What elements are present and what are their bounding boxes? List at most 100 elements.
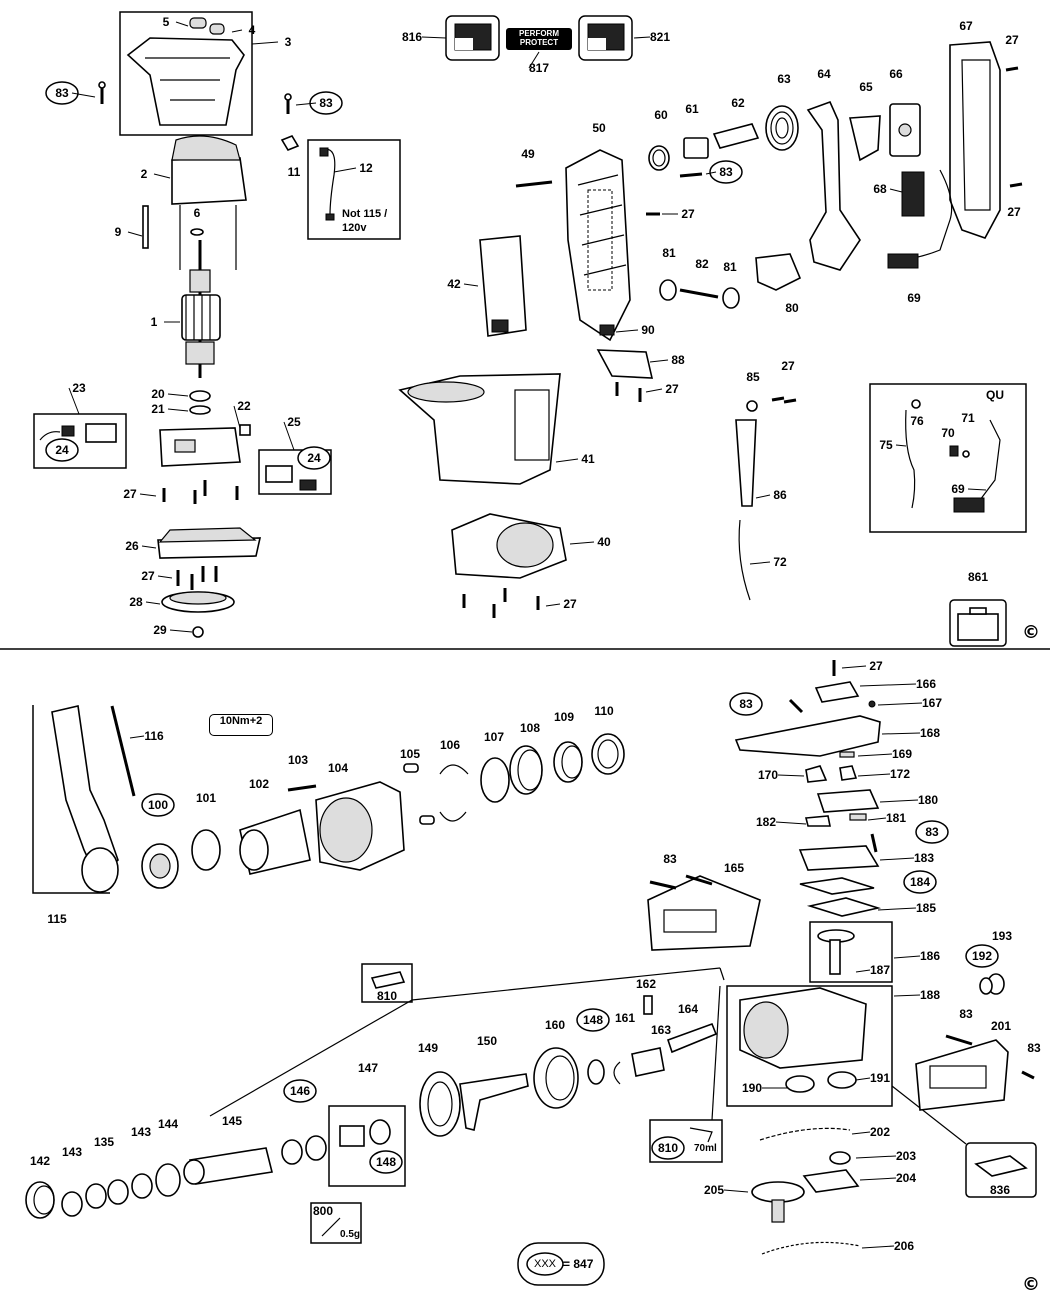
part-169-spring — [839, 751, 855, 758]
callout-109: 109 — [554, 710, 574, 724]
callout-leader — [463, 283, 479, 287]
part-number-label: 27 — [1005, 33, 1019, 47]
callout-172: 172 — [857, 767, 910, 781]
part-number-label: 24 — [55, 443, 69, 457]
callout-leader — [555, 458, 579, 463]
callout-leader — [967, 488, 987, 491]
callout-27: 27 — [781, 359, 795, 373]
callout-oval — [297, 446, 331, 470]
callout-leader — [705, 171, 717, 175]
part-181-spring — [849, 813, 867, 821]
callout-816: 816 — [402, 30, 447, 44]
part-11-clip — [280, 135, 300, 151]
callout-166: 166 — [859, 677, 936, 691]
callout-62: 62 — [731, 96, 745, 110]
part-number-label: 182 — [756, 815, 776, 829]
callout-142: 142 — [30, 1154, 50, 1168]
part-186-gear-box — [809, 921, 893, 983]
part-203-gear — [829, 1151, 851, 1165]
part-162-pin — [643, 995, 653, 1015]
callout-181: 181 — [867, 811, 906, 825]
part-number-label: 22 — [237, 399, 251, 413]
callout-27: 27 — [123, 487, 157, 501]
part-number-label: 42 — [447, 277, 461, 291]
part-80-handle-cap — [755, 253, 802, 291]
callout-leader — [295, 102, 317, 106]
callout-27: 27 — [645, 382, 679, 396]
part-number-label: 144 — [158, 1117, 178, 1131]
callout-27: 27 — [841, 659, 883, 673]
callout-144: 144 — [158, 1117, 178, 1131]
part-number-label: 1 — [151, 315, 158, 329]
callout-leader — [877, 702, 923, 706]
callout-150: 150 — [477, 1034, 497, 1048]
part-number-label: 165 — [724, 861, 744, 875]
part-163-spindle — [631, 1047, 665, 1077]
callout-70: 70 — [941, 426, 955, 440]
callout-leader — [333, 167, 357, 173]
callout-164: 164 — [678, 1002, 698, 1016]
callout-83: 83 — [959, 1007, 973, 1021]
part-number-label: 83 — [663, 852, 677, 866]
part-number-label: 172 — [890, 767, 910, 781]
part-number-label: 164 — [678, 1002, 698, 1016]
part-143-washer-b — [131, 1173, 153, 1199]
callout-190: 190 — [742, 1081, 788, 1095]
part-number-label: 100 — [148, 798, 168, 812]
part-9-rod — [142, 205, 149, 249]
part-number-label: 85 — [746, 370, 760, 384]
part-83-screw-c — [679, 172, 703, 178]
part-83-screws-h — [649, 874, 713, 890]
callout-leader — [71, 92, 96, 98]
note-120v: 120v — [342, 222, 367, 234]
part-number-label: 816 — [402, 30, 422, 44]
callout-28: 28 — [129, 595, 161, 609]
part-142-spring — [25, 1181, 55, 1219]
callout-80: 80 — [785, 301, 799, 315]
callout-63: 63 — [777, 72, 791, 86]
callout-leader — [879, 857, 915, 861]
callout-leader — [749, 561, 771, 565]
part-number-label: 186 — [920, 949, 940, 963]
callout-leader — [153, 173, 171, 179]
callout-817: 817 — [528, 51, 549, 75]
callout-49: 49 — [521, 147, 535, 161]
callout-60: 60 — [654, 108, 668, 122]
callout-82: 82 — [695, 257, 709, 271]
callout-27: 27 — [545, 597, 577, 611]
part-number-label: 50 — [592, 121, 606, 135]
callout-oval — [141, 793, 175, 817]
callout-leader — [879, 799, 919, 803]
part-82-pin — [679, 288, 719, 299]
part-number-label: 800 — [313, 1204, 333, 1218]
part-27-screws-g — [462, 588, 540, 618]
callout-oval — [45, 438, 79, 462]
callout-83: 83 — [915, 820, 949, 844]
callout-oval — [576, 1008, 610, 1032]
callout-67: 67 — [959, 19, 973, 33]
part-116-depth-rod — [110, 705, 136, 797]
part-number-label: 26 — [125, 539, 139, 553]
callout-oval — [965, 944, 999, 968]
part-number-label: 83 — [319, 96, 333, 110]
torque-text: 10Nm+2 — [219, 715, 263, 727]
callout-102: 102 — [249, 777, 269, 791]
part-number-label: 29 — [153, 623, 167, 637]
part-106-clips — [439, 764, 469, 822]
callout-leader — [893, 994, 921, 997]
callout-6: 6 — [194, 206, 201, 220]
part-2-field-stator — [171, 135, 247, 270]
part-62-capacitor — [712, 123, 760, 149]
part-3-housing-cover — [119, 11, 253, 136]
part-165-side-cover — [647, 875, 761, 951]
part-63-bellows — [765, 105, 799, 151]
part-number-label: 6 — [194, 206, 201, 220]
part-number-label: 108 — [520, 721, 540, 735]
part-number-label: 70 — [941, 426, 955, 440]
part-101-ring — [191, 829, 221, 871]
callout-205: 205 — [704, 1183, 749, 1197]
callout-100: 100 — [141, 793, 175, 817]
part-number-label: 810 — [377, 989, 397, 1003]
callout-185: 185 — [877, 901, 936, 915]
callout-leader — [893, 955, 921, 959]
